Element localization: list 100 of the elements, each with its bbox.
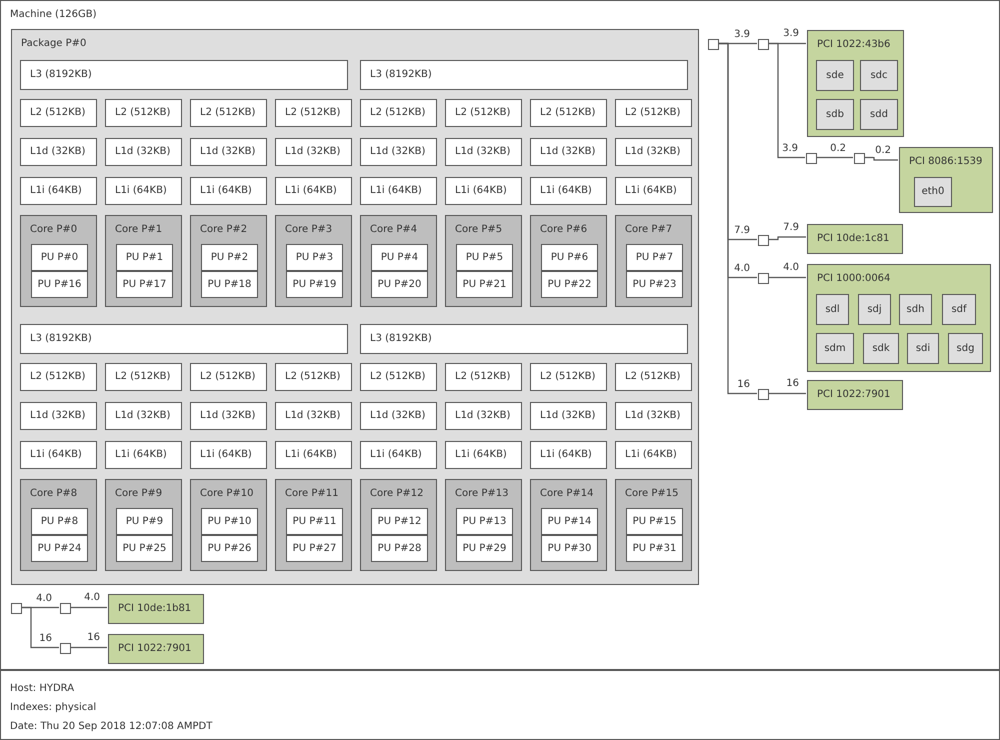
- pu-box: [31, 508, 88, 535]
- cache-label: L1i (64KB): [455, 185, 507, 197]
- bridge-box: [854, 153, 865, 164]
- core-box: [445, 215, 522, 307]
- cache-box: [530, 363, 607, 391]
- pci-device-label: PCI 10de:1c81: [817, 233, 890, 245]
- device-box: [948, 333, 983, 364]
- cache-label: L2 (512KB): [200, 371, 256, 383]
- pci-device-label: PCI 10de:1b81: [118, 603, 192, 615]
- cache-label: L1i (64KB): [540, 449, 592, 461]
- pu-box: [541, 535, 598, 562]
- pu-label: PU P#26: [208, 542, 252, 554]
- core-label: Core P#14: [540, 488, 594, 500]
- pci-device-box: [108, 594, 204, 624]
- edge-label: 4.0: [732, 262, 752, 274]
- cache-box: [360, 99, 437, 127]
- pu-box: [116, 244, 173, 271]
- cache-box: [615, 441, 692, 469]
- edge-label: 3.9: [732, 28, 752, 40]
- device-label: sde: [826, 70, 844, 82]
- edge-label: 0.2: [873, 145, 893, 157]
- cache-label: L1d (32KB): [115, 146, 170, 158]
- cache-label: L3 (8192KB): [30, 333, 92, 345]
- pu-box: [371, 271, 428, 298]
- device-label: sdd: [870, 108, 888, 120]
- pu-label: PU P#0: [40, 252, 78, 264]
- pu-label: PU P#1: [126, 252, 164, 264]
- device-label: sdc: [870, 70, 888, 82]
- cache-box: [20, 99, 97, 127]
- cache-label: L1d (32KB): [540, 146, 596, 158]
- pci-device-box: [108, 634, 204, 664]
- core-label: Core P#15: [625, 488, 678, 500]
- cache-box: [445, 177, 522, 205]
- cache-label: L1i (64KB): [540, 185, 592, 197]
- cache-label: L1i (64KB): [285, 185, 337, 197]
- cache-label: L1d (32KB): [540, 410, 596, 422]
- cache-box: [20, 324, 348, 354]
- cache-label: L1i (64KB): [625, 185, 677, 197]
- cache-box: [360, 324, 688, 354]
- bridge-box: [60, 643, 71, 654]
- pu-box: [116, 271, 173, 298]
- cache-box: [105, 363, 182, 391]
- info-text: Date: Thu 20 Sep 2018 12:07:08 AMPDT: [10, 721, 212, 732]
- cache-box: [445, 363, 522, 391]
- cache-box: [20, 441, 97, 469]
- pu-box: [286, 508, 343, 535]
- pu-label: PU P#31: [632, 542, 676, 554]
- device-label: sdj: [867, 304, 882, 316]
- pu-box: [31, 535, 88, 562]
- pu-box: [456, 535, 513, 562]
- cache-box: [190, 177, 267, 205]
- pu-box: [626, 244, 683, 271]
- cache-label: L3 (8192KB): [370, 69, 432, 81]
- bridge-box: [11, 603, 22, 614]
- cache-label: L2 (512KB): [540, 107, 596, 119]
- core-box: [615, 215, 692, 307]
- cache-label: L1d (32KB): [285, 146, 340, 158]
- core-label: Core P#10: [200, 488, 254, 500]
- cache-box: [615, 138, 692, 166]
- cache-label: L1i (64KB): [370, 449, 422, 461]
- core-box: [360, 215, 437, 307]
- cache-box: [615, 177, 692, 205]
- pu-label: PU P#19: [292, 278, 336, 290]
- cache-label: L1i (64KB): [200, 449, 252, 461]
- pu-label: PU P#18: [208, 278, 252, 290]
- pu-box: [626, 508, 683, 535]
- pu-box: [116, 535, 173, 562]
- connector-line: [70, 606, 107, 608]
- pu-label: PU P#10: [208, 516, 252, 528]
- cache-label: L2 (512KB): [115, 371, 170, 383]
- cache-box: [20, 177, 97, 205]
- pci-device-label: PCI 8086:1539: [909, 156, 982, 168]
- edge-label: 4.0: [34, 592, 54, 604]
- cache-label: L1i (64KB): [30, 185, 82, 197]
- cache-label: L2 (512KB): [30, 107, 86, 119]
- pu-label: PU P#12: [378, 516, 422, 528]
- cache-label: L3 (8192KB): [30, 69, 92, 81]
- core-label: Core P#4: [370, 224, 418, 236]
- core-box: [530, 215, 607, 307]
- connector-line: [768, 276, 806, 278]
- cache-box: [105, 402, 182, 430]
- device-label: sdm: [824, 342, 846, 354]
- cache-label: L2 (512KB): [370, 107, 426, 119]
- core-label: Core P#3: [285, 224, 332, 236]
- cache-label: L1i (64KB): [115, 185, 167, 197]
- cache-label: L1d (32KB): [200, 410, 256, 422]
- pu-box: [456, 244, 513, 271]
- cache-label: L1d (32KB): [115, 410, 170, 422]
- cache-box: [275, 99, 352, 127]
- pu-box: [541, 271, 598, 298]
- pu-box: [31, 244, 88, 271]
- cache-box: [105, 99, 182, 127]
- cache-label: L1d (32KB): [30, 146, 86, 158]
- pu-box: [456, 508, 513, 535]
- pu-box: [286, 271, 343, 298]
- cache-label: L1i (64KB): [625, 449, 677, 461]
- connector-line: [768, 42, 805, 158]
- connector-line: [816, 156, 853, 158]
- pu-label: PU P#28: [378, 542, 422, 554]
- pu-box: [541, 244, 598, 271]
